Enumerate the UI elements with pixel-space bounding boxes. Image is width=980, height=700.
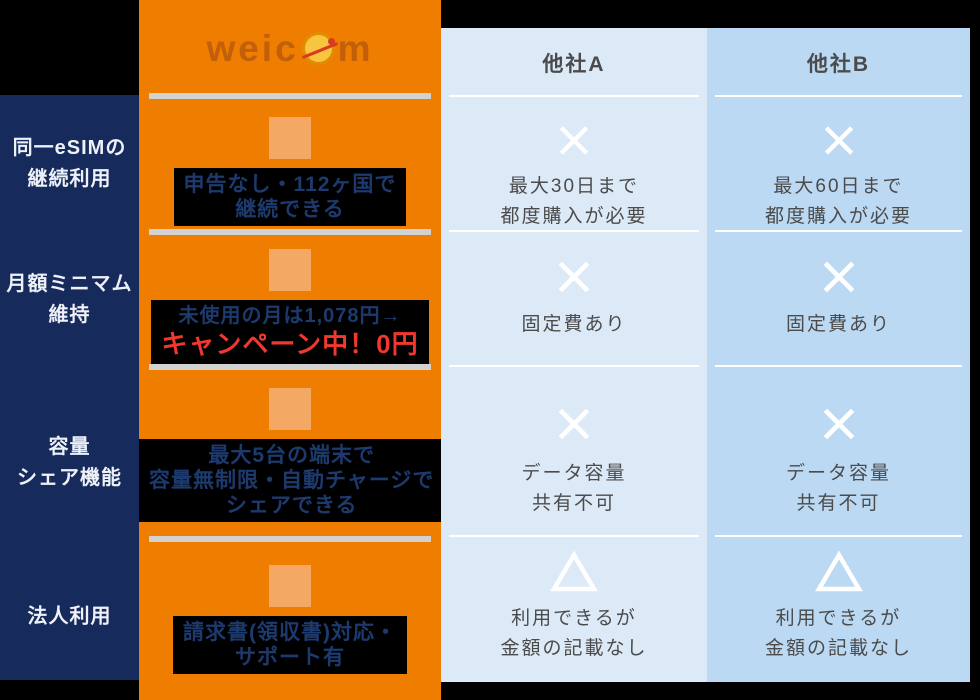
competitor-a-cell-business-use: 利用できるが 金額の記載なし [441, 537, 707, 682]
feature-icon-placeholder [269, 565, 311, 607]
row-divider [149, 536, 431, 542]
row-divider [715, 230, 962, 232]
competitor-a-header: 他社A [441, 28, 707, 97]
competitor-text-line: データ容量 [785, 463, 891, 484]
competitor-b-column: 他社B 最大60日まで 都度購入が必要 固定費あり データ容量 共有不可 [707, 28, 970, 682]
competitor-text-line: データ容量 [521, 463, 627, 484]
competitor-a-cell-monthly-minimum: 固定費あり [441, 232, 707, 367]
row-divider [449, 230, 699, 232]
brand-cell-monthly-minimum: 未使用の月は1,078円→ キャンペーン中！0円 [139, 249, 441, 364]
cross-icon [558, 261, 590, 293]
competitor-text-line: 共有不可 [531, 493, 616, 514]
header-divider [449, 95, 699, 97]
cross-icon [558, 408, 590, 440]
brand-logo: weic m [139, 22, 441, 74]
triangle-icon [550, 550, 598, 592]
feature-label-line: 月額ミニマム [6, 273, 133, 295]
competitor-b-cell-continuous-use: 最大60日まで 都度購入が必要 [707, 97, 970, 232]
competitor-text-line: 固定費あり [521, 314, 627, 335]
feature-label-monthly-minimum: 月額ミニマム 維持 [0, 269, 139, 331]
brand-logo-text-left: weic [206, 27, 299, 69]
competitor-b-cell-business-use: 利用できるが 金額の記載なし [707, 537, 970, 682]
competitor-text-line: 最大30日まで [508, 176, 640, 197]
feature-label-business-use: 法人利用 [0, 602, 139, 633]
brand-benefit-line: 容量無制限・自動チャージで [149, 469, 435, 492]
row-divider [449, 365, 699, 367]
competitor-b-text: データ容量 共有不可 [786, 459, 891, 519]
airplane-dot-icon [327, 37, 335, 45]
brand-benefit-line: 請求書(領収書)対応・ [183, 621, 397, 644]
feature-label-line: 法人利用 [27, 605, 112, 628]
competitor-b-header: 他社B [707, 28, 970, 97]
brand-benefit-line: サポート有 [235, 646, 345, 669]
feature-label-line: 継続利用 [27, 168, 112, 190]
feature-label-column: 同一eSIMの 継続利用 月額ミニマム 維持 容量 シェア機能 法人利用 [0, 95, 139, 680]
brand-benefit-line: 未使用の月は1,078円→ [178, 305, 402, 327]
feature-label-data-share: 容量 シェア機能 [0, 432, 139, 494]
brand-column: weic m 申告なし・112ヶ国で 継続できる 未使用の月は1,078円→ キ… [139, 0, 445, 700]
highlight-text-box: 最大5台の端末で 容量無制限・自動チャージで シェアできる [139, 439, 445, 522]
feature-label-line: 同一eSIMの [12, 137, 127, 159]
competitor-text-line: 利用できるが [511, 608, 637, 629]
cross-icon [823, 261, 854, 293]
campaign-text: キャンペーン中！0円 [161, 329, 419, 359]
competitor-text-line: 利用できるが [775, 608, 902, 629]
cross-icon [559, 126, 589, 155]
competitor-a-text: 最大30日まで 都度購入が必要 [500, 172, 647, 232]
row-divider [149, 93, 431, 99]
row-divider [449, 535, 699, 537]
brand-benefit-line: シェアできる [225, 494, 358, 517]
feature-label-line: 維持 [48, 304, 91, 326]
feature-icon-placeholder [269, 388, 311, 430]
competitor-a-header-label: 他社A [542, 52, 606, 76]
competitor-a-text: 固定費あり [521, 310, 626, 340]
feature-label-continuous-use: 同一eSIMの 継続利用 [0, 133, 139, 195]
competitor-a-cell-continuous-use: 最大30日まで 都度購入が必要 [441, 97, 707, 232]
brand-logo-text-right: m [337, 27, 374, 69]
feature-label-line: シェア機能 [17, 467, 122, 489]
competitor-a-text: データ容量 共有不可 [521, 459, 626, 519]
competitor-text-line: 固定費あり [785, 314, 891, 335]
competitor-a-text: 利用できるが 金額の記載なし [500, 604, 647, 664]
highlight-text-box: 未使用の月は1,078円→ キャンペーン中！0円 [151, 300, 429, 364]
feature-icon-placeholder [269, 249, 311, 291]
competitor-text-line: 金額の記載なし [500, 638, 648, 659]
competitor-text-line: 共有不可 [796, 493, 881, 514]
feature-icon-placeholder [269, 117, 311, 159]
competitor-b-text: 利用できるが 金額の記載なし [765, 604, 912, 664]
feature-label-line: 容量 [48, 436, 91, 458]
competitor-text-line: 都度購入が必要 [500, 206, 648, 227]
competitor-a-cell-data-share: データ容量 共有不可 [441, 367, 707, 537]
brand-benefit-line: 最大5台の端末で [208, 444, 376, 467]
highlight-text-box: 請求書(領収書)対応・ サポート有 [173, 616, 407, 674]
row-divider [715, 365, 962, 367]
header-divider [715, 95, 962, 97]
cross-icon [824, 126, 853, 155]
competitor-text-line: 最大60日まで [773, 176, 904, 197]
brand-benefit-line: 申告なし・112ヶ国で [183, 173, 397, 196]
brand-cell-business-use: 請求書(領収書)対応・ サポート有 [139, 565, 441, 674]
competitor-b-cell-data-share: データ容量 共有不可 [707, 367, 970, 537]
row-divider [149, 229, 431, 235]
highlight-text-box: 申告なし・112ヶ国で 継続できる [173, 168, 407, 226]
competitor-b-text: 固定費あり [786, 310, 891, 340]
competitor-a-column: 他社A 最大30日まで 都度購入が必要 固定費あり データ容量 共有不可 [441, 28, 707, 682]
competitor-b-header-label: 他社B [806, 52, 871, 76]
row-divider [149, 364, 431, 370]
competitor-text-line: 金額の記載なし [764, 638, 912, 659]
competitor-b-text: 最大60日まで 都度購入が必要 [765, 172, 912, 232]
row-divider [715, 535, 962, 537]
triangle-icon [814, 550, 863, 592]
globe-icon [301, 31, 338, 65]
cross-icon [823, 408, 854, 440]
competitor-b-cell-monthly-minimum: 固定費あり [707, 232, 970, 367]
brand-cell-data-share: 最大5台の端末で 容量無制限・自動チャージで シェアできる [139, 388, 445, 522]
brand-cell-continuous-use: 申告なし・112ヶ国で 継続できる [139, 117, 441, 226]
brand-benefit-line: 継続できる [235, 198, 345, 221]
competitor-text-line: 都度購入が必要 [764, 206, 912, 227]
